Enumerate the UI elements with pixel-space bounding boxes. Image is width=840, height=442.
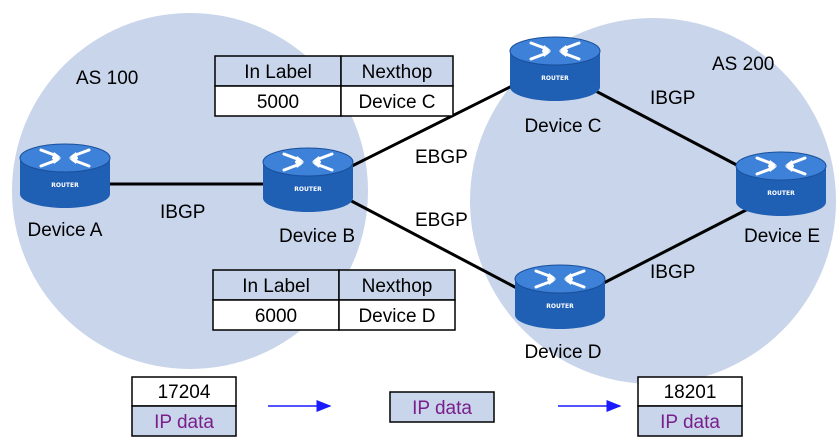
link-label-b-d: EBGP: [415, 210, 468, 231]
router-icon: [513, 263, 607, 331]
router-icon-text: ROUTER: [294, 186, 322, 193]
device-b-label: Device B: [279, 226, 355, 247]
router-icon: [734, 150, 828, 218]
router-icon: [18, 142, 112, 210]
packet-payload: IP data: [660, 412, 720, 433]
packet-payload: IP data: [154, 412, 214, 433]
router-icon: [261, 146, 355, 214]
router-icon-text: ROUTER: [546, 303, 574, 310]
packet-right: 18201 IP data: [637, 376, 743, 437]
device-b: ROUTER: [261, 146, 355, 214]
link-d-e: [589, 206, 751, 292]
table-cell-nexthop: Device C: [358, 92, 435, 113]
link-b-d: [339, 193, 531, 297]
packet-label: 18201: [664, 382, 717, 403]
table-cell-in-label: 6000: [255, 306, 297, 327]
device-d-label: Device D: [524, 342, 601, 363]
table-cell-in-label: 5000: [257, 92, 299, 113]
table-header-nexthop: Nexthop: [362, 276, 433, 297]
packet-payload: IP data: [412, 398, 472, 419]
table-header-in-label: In Label: [244, 62, 312, 83]
label-table-bottom: In Label Nexthop 6000 Device D: [212, 269, 456, 331]
as100-label: AS 100: [76, 68, 138, 89]
router-icon-text: ROUTER: [51, 182, 79, 189]
router-icon-text: ROUTER: [541, 75, 569, 82]
link-label-c-e: IBGP: [650, 88, 695, 109]
link-b-c: [339, 80, 521, 174]
device-a-label: Device A: [28, 220, 103, 241]
packet-label: 17204: [158, 382, 211, 403]
link-label-b-c: EBGP: [415, 147, 468, 168]
device-a: ROUTER: [18, 142, 112, 210]
device-e: ROUTER: [734, 150, 828, 218]
link-label-a-b: IBGP: [160, 202, 205, 223]
table-cell-nexthop: Device D: [358, 306, 435, 327]
table-header-in-label: In Label: [242, 276, 310, 297]
device-c: ROUTER: [508, 35, 602, 103]
device-d: ROUTER: [513, 263, 607, 331]
router-icon-text: ROUTER: [767, 190, 795, 197]
packet-left: 17204 IP data: [131, 376, 237, 437]
device-e-label: Device E: [744, 226, 820, 247]
table-header-nexthop: Nexthop: [362, 62, 433, 83]
label-table-top: In Label Nexthop 5000 Device C: [214, 55, 454, 117]
router-icon: [508, 35, 602, 103]
packet-middle: IP data: [389, 391, 495, 423]
device-c-label: Device C: [524, 116, 601, 137]
link-label-d-e: IBGP: [650, 262, 695, 283]
link-c-e: [589, 86, 751, 174]
as200-label: AS 200: [712, 54, 774, 75]
